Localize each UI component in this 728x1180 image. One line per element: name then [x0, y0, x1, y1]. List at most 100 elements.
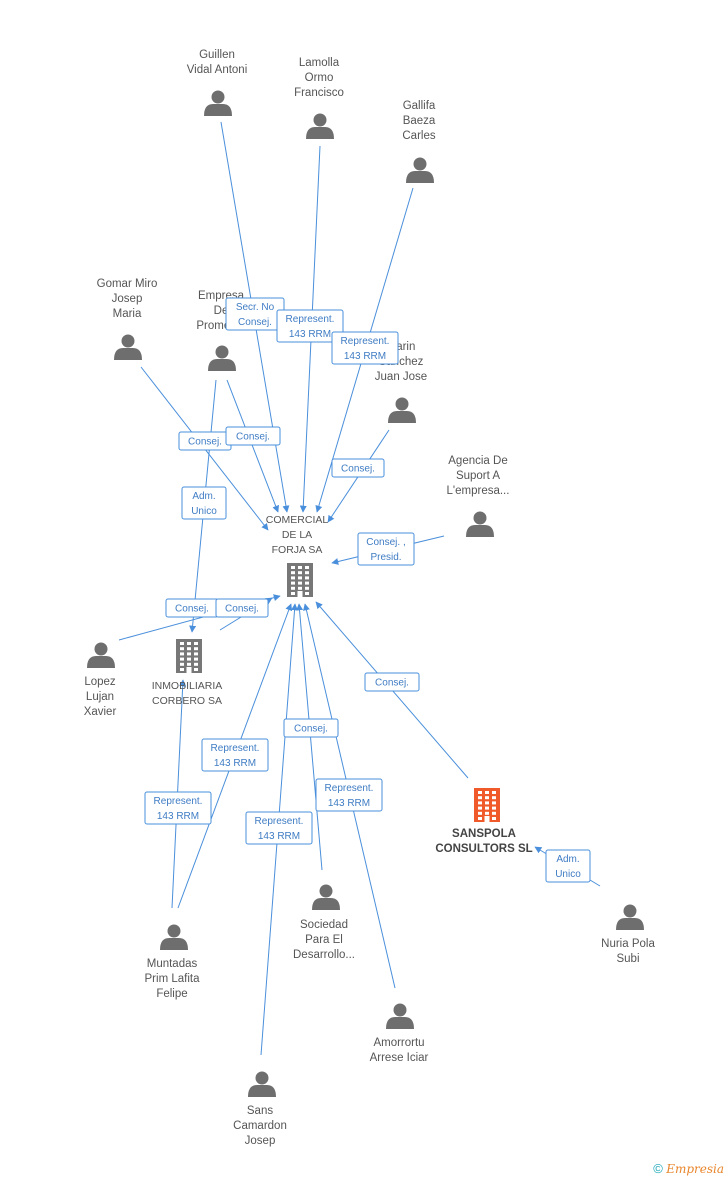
- edge-label-box: [276, 309, 344, 343]
- edge-empresa-to-center: [226, 379, 279, 513]
- brand-logo-text: Empresia: [666, 1162, 724, 1176]
- edge-label-text: Presid.: [370, 552, 401, 563]
- node-label: Lujan: [86, 691, 114, 703]
- edge-label-text: Adm.: [192, 491, 215, 502]
- edge-label-box: [201, 738, 269, 772]
- edge-label-text: Consej.: [225, 604, 259, 615]
- person-icon: [306, 113, 334, 139]
- edge-label-box: [181, 486, 227, 520]
- edge-label-sans-to-center[interactable]: Represent. 143 RRM: [245, 811, 313, 845]
- edge-label-box: [144, 791, 212, 825]
- building-icon: [287, 563, 313, 597]
- person-icon: [204, 90, 232, 116]
- person-icon: [248, 1071, 276, 1097]
- node-label: Carles: [402, 130, 435, 142]
- edge-label-text: 143 RRM: [258, 831, 300, 842]
- edge-label-empresa-to-center[interactable]: Consej.: [225, 426, 281, 446]
- edge-label-text: Consej.: [238, 317, 272, 328]
- edge-label-muntadas-to-center[interactable]: Represent.143 RRM: [201, 738, 269, 772]
- building-icon: [176, 639, 202, 673]
- edge-label-text: Consej.: [236, 432, 270, 443]
- edge-label-box: [331, 458, 385, 478]
- edge-label-agencia-to-center[interactable]: Consej. , Presid.: [357, 532, 415, 566]
- node-label: Subi: [616, 953, 639, 965]
- node-label: Juan Jose: [375, 371, 427, 383]
- edge-label-text: Unico: [191, 506, 217, 517]
- edge-label-sociedad-to-center[interactable]: Consej.: [283, 718, 339, 738]
- edge-label-text: Represent.: [286, 314, 335, 325]
- edge-label-empresa-to-inmobiliaria[interactable]: Adm. Unico: [181, 486, 227, 520]
- node-label: Prim Lafita: [145, 973, 201, 985]
- edge-label-box: [357, 532, 415, 566]
- node-label: De: [214, 305, 229, 317]
- edge-label-text: Consej.: [188, 437, 222, 448]
- node-label: Nuria Pola: [601, 938, 655, 950]
- node-label: Arrese Iciar: [370, 1052, 429, 1064]
- edge-label-gallifa-to-center[interactable]: Represent.143 RRM: [331, 331, 399, 365]
- edge-label-gomar-to-center[interactable]: Consej.: [178, 431, 232, 451]
- node-label: Josep: [112, 293, 143, 305]
- node-label: Guillen: [199, 49, 235, 61]
- node-label: Amorrortu: [373, 1037, 424, 1049]
- edge-label-text: 143 RRM: [157, 811, 199, 822]
- node-label: DE LA: [282, 529, 312, 541]
- edge-label-text: 143 RRM: [344, 351, 386, 362]
- edge-label-text: Represent.: [211, 743, 260, 754]
- person-icon: [388, 397, 416, 423]
- person-icon: [386, 1003, 414, 1029]
- footer-brand: © Empresia: [653, 1161, 724, 1176]
- edge-label-box: [545, 849, 591, 883]
- edge-label-sanspola-to-center[interactable]: Consej.: [364, 672, 420, 692]
- edge-label-text: 143 RRM: [328, 798, 370, 809]
- edge-label-text: Represent.: [255, 816, 304, 827]
- edge-label-text: Represent.: [325, 783, 374, 794]
- node-label: Francisco: [294, 87, 344, 99]
- node-label: Agencia De: [448, 455, 507, 467]
- node-label: Ormo: [305, 72, 334, 84]
- edge-label-text: Consej. ,: [366, 537, 405, 548]
- node-label: Camardon: [233, 1120, 287, 1132]
- edge-label-amorrortu-to-center[interactable]: Represent. 143 RRM: [315, 778, 383, 812]
- node-label: Baeza: [403, 115, 436, 127]
- node-label: Gomar Miro: [97, 278, 158, 290]
- node-label: Lamolla: [299, 57, 340, 69]
- edges-layer: [118, 121, 601, 1056]
- node-label: Josep: [245, 1135, 276, 1147]
- person-icon: [616, 904, 644, 930]
- edge-label-text: 143 RRM: [289, 329, 331, 340]
- node-label: Maria: [113, 308, 142, 320]
- edge-label-text: Unico: [555, 869, 581, 880]
- node-label: Xavier: [84, 706, 117, 718]
- edge-label-muntadas-to-inmobiliaria[interactable]: Represent.143 RRM: [144, 791, 212, 825]
- edge-label-marin-to-center[interactable]: Consej.: [331, 458, 385, 478]
- person-icon: [160, 924, 188, 950]
- edge-label-lopez-to-center[interactable]: Consej.: [165, 598, 219, 618]
- edge-label-inmobiliaria-to-center[interactable]: Consej.: [215, 598, 269, 618]
- edge-label-text: Consej.: [341, 464, 375, 475]
- edge-label-lamolla-to-center[interactable]: Represent. 143 RRM: [276, 309, 344, 343]
- edge-label-box: [364, 672, 420, 692]
- node-label: Suport A: [456, 470, 500, 482]
- edge-label-box: [331, 331, 399, 365]
- edge-label-nuria-to-sanspola[interactable]: Adm.Unico: [545, 849, 591, 883]
- node-label: Gallifa: [403, 100, 436, 112]
- node-label: Para El: [305, 934, 343, 946]
